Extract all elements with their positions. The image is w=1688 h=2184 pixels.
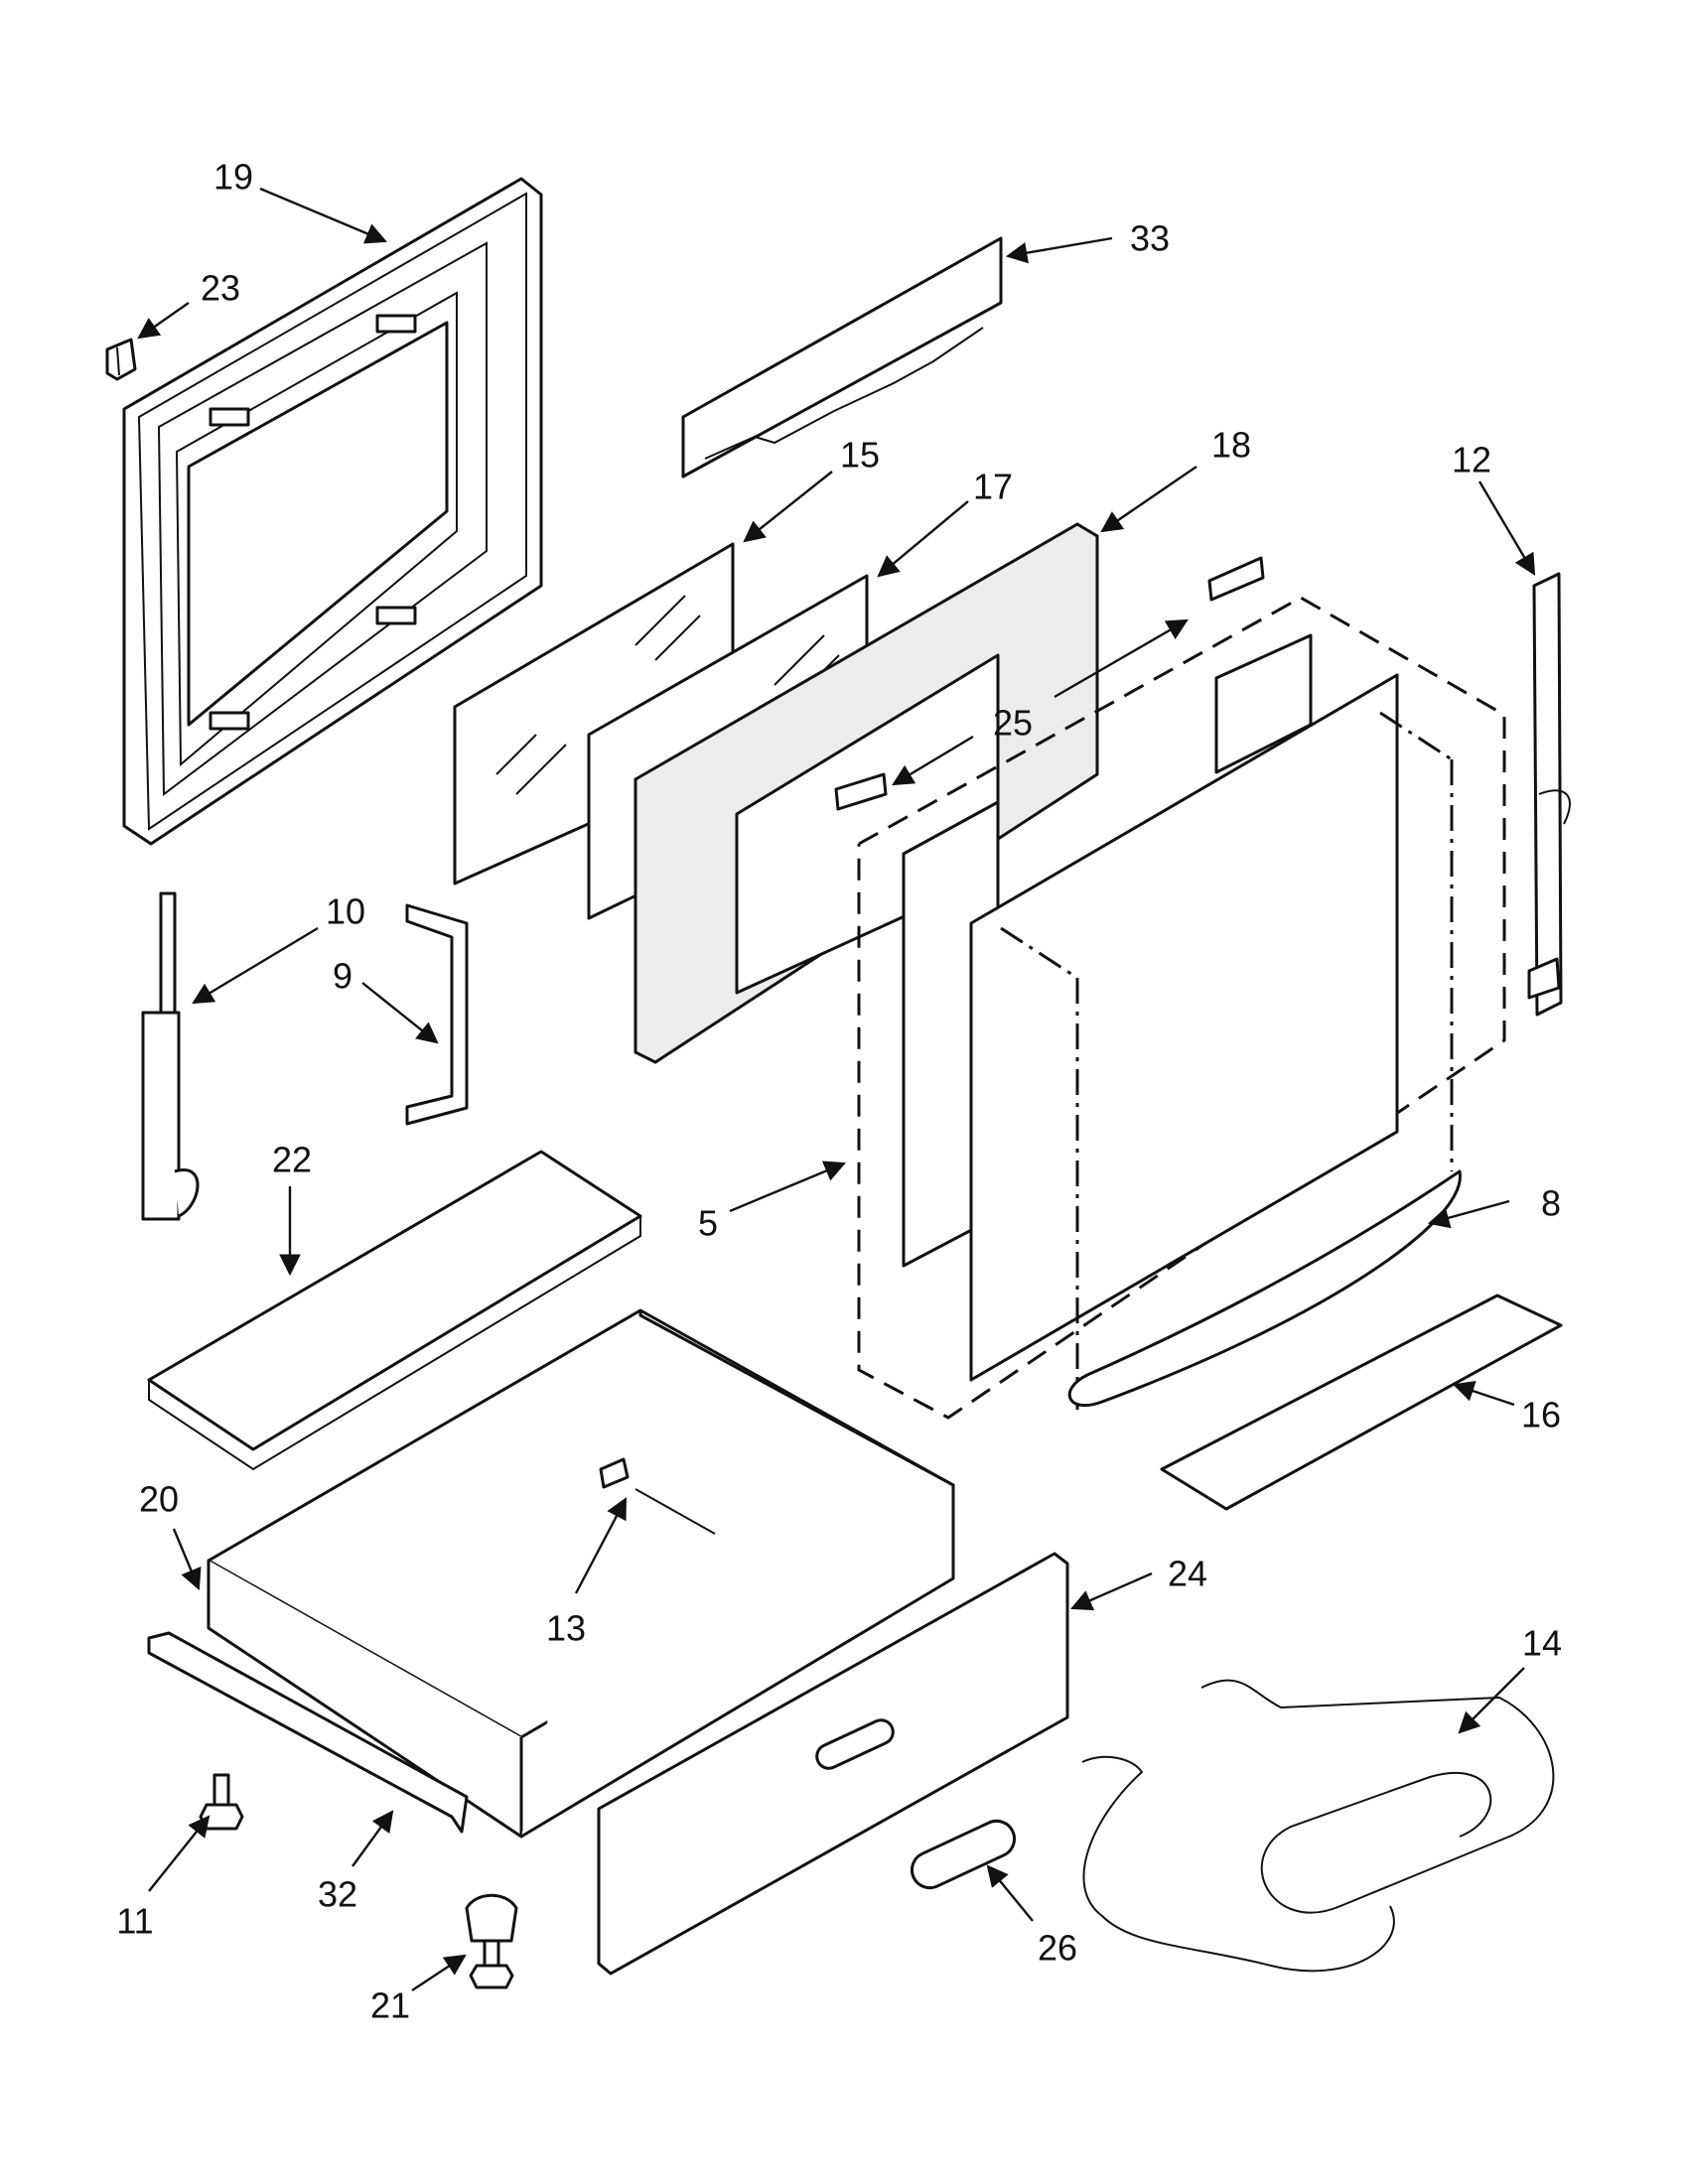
callout-21: 21 xyxy=(370,1985,410,2026)
part-22-tray xyxy=(147,1150,642,1471)
callout-22: 22 xyxy=(272,1140,312,1180)
callout-16: 16 xyxy=(1521,1395,1561,1435)
callout-10: 10 xyxy=(326,891,365,932)
callout-11: 11 xyxy=(116,1901,153,1942)
part-19-inner-door-panel xyxy=(122,177,543,846)
part-23-clip xyxy=(105,338,137,381)
part-32-trim-strip xyxy=(147,1631,469,1834)
part-20-drawer-body xyxy=(207,1308,955,1839)
callout-17: 17 xyxy=(973,467,1013,507)
callout-8: 8 xyxy=(1541,1183,1561,1224)
part-5-outer-door-assembly xyxy=(857,596,1506,1420)
part-33-vent-baffle xyxy=(681,236,1003,478)
callout-9: 9 xyxy=(333,956,352,997)
callout-24: 24 xyxy=(1168,1554,1207,1594)
callout-14: 14 xyxy=(1522,1623,1562,1664)
callout-5: 5 xyxy=(698,1203,718,1244)
callout-32: 32 xyxy=(318,1874,357,1915)
part-16-strip xyxy=(1160,1294,1563,1511)
part-26-handle-insert xyxy=(910,1819,1017,1890)
callout-26: 26 xyxy=(1038,1928,1077,1969)
part-25-brackets xyxy=(834,556,1265,811)
callout-13: 13 xyxy=(546,1608,586,1649)
part-13-sensor xyxy=(599,1457,716,1535)
callout-12: 12 xyxy=(1452,440,1491,480)
part-11-leveling-leg xyxy=(199,1773,244,1831)
callout-33: 33 xyxy=(1130,218,1170,259)
callout-15: 15 xyxy=(840,435,880,476)
part-10-hinge xyxy=(141,891,200,1221)
part-24-drawer-front xyxy=(597,1552,1069,1976)
part-14-bake-element xyxy=(1081,1679,1555,1973)
part-21-leveling-leg-bracket xyxy=(465,1893,518,1989)
callout-23: 23 xyxy=(201,268,240,309)
part-9-door-handle xyxy=(405,903,469,1126)
callout-labels: 19 23 33 15 17 18 12 25 10 9 22 5 8 16 2… xyxy=(116,157,1562,2026)
callout-18: 18 xyxy=(1211,425,1251,466)
part-12-hinge-receptacle xyxy=(1527,572,1571,1017)
callout-25: 25 xyxy=(993,703,1033,744)
leader-lines xyxy=(137,187,1536,1992)
part-8-gasket xyxy=(1067,1169,1462,1408)
callout-19: 19 xyxy=(213,157,253,198)
callout-20: 20 xyxy=(139,1479,179,1520)
